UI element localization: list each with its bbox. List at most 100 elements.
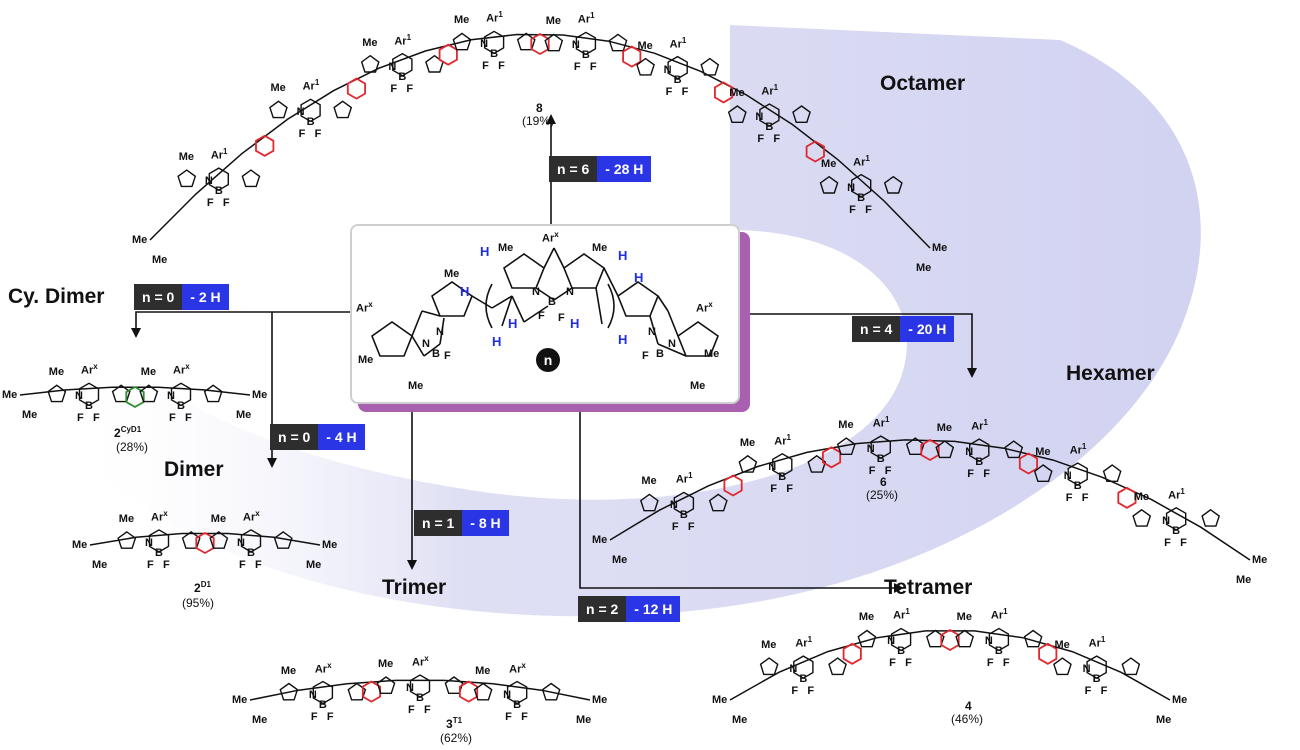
compound-number-trimer: 3T1 [446, 716, 463, 731]
precursor-me: Me [358, 354, 374, 366]
octamer-bodipy-core [300, 98, 321, 123]
octamer-aryl: Ar1 [853, 153, 870, 169]
yield-cy-dimer: (28%) [116, 440, 149, 454]
compound-number-hexamer: 6 [880, 475, 887, 489]
dimer-pyrrole-ring [209, 531, 229, 549]
trimer-boron: B [318, 698, 327, 711]
label-hexamer: Hexamer [1066, 362, 1155, 385]
hexamer-methyl: Me [641, 475, 657, 488]
octamer-boron: B [306, 116, 315, 129]
trimer-pyrrole-ring [376, 676, 396, 694]
tetramer-aryl: Ar1 [1088, 635, 1106, 650]
arrowhead-cy-dimer [131, 328, 141, 338]
hexamer-terminal-methyl: Me [612, 554, 628, 566]
tetramer-fluorine: F [1002, 657, 1010, 670]
octamer-nitrogen: N [663, 63, 672, 76]
dimer-fluorine: F [163, 558, 170, 571]
trimer-terminal-methyl: Me [252, 714, 268, 726]
trimer-pyrrole-ring [279, 682, 299, 701]
dimer-aryl: Arx [243, 508, 260, 524]
hexamer-terminal-methyl: Me [1252, 554, 1268, 566]
label-dimer: Dimer [164, 458, 224, 481]
hexamer-methyl: Me [1035, 446, 1051, 459]
hexamer-pyrrole-ring [935, 440, 955, 459]
hexamer-pyrrole-ring [708, 493, 728, 512]
octamer-bodipy-core [392, 52, 413, 77]
tag-dimer-n: n = 0 [270, 424, 319, 450]
hexamer-pyrrole-ring [1201, 508, 1221, 527]
octamer-terminal-methyl: Me [132, 234, 148, 246]
cy_dimer-terminal-methyl: Me [236, 409, 252, 421]
octamer-nitrogen: N [571, 39, 580, 52]
octamer-methyl: Me [270, 82, 286, 95]
octamer-terminal-methyl: Me [152, 254, 168, 266]
trimer-nitrogen: N [503, 688, 512, 701]
trimer-bodipy-core [409, 674, 431, 698]
arrowhead-dimer [267, 458, 277, 468]
octamer-fused-ring [805, 140, 825, 163]
hexamer-bodipy-core [772, 452, 793, 477]
tag-hexamer-h: - 20 H [900, 316, 955, 342]
hexamer-aryl: Ar1 [971, 418, 988, 433]
hexamer-fluorine: F [967, 468, 974, 481]
trimer-nitrogen: N [406, 682, 414, 694]
precursor-me: Me [498, 242, 514, 254]
trimer-fluorine: F [326, 710, 334, 723]
hexamer-pyrrole-ring [836, 437, 856, 455]
dimer-methyl: Me [118, 512, 135, 525]
compound-number-dimer: 2D1 [194, 580, 211, 595]
tetramer-pyrrole-ring [1053, 657, 1072, 676]
cy_dimer-terminal-methyl: Me [252, 389, 268, 401]
precursor-f: F [558, 312, 565, 324]
yield-octamer: (19%) [522, 114, 555, 128]
octamer-methyl: Me [729, 87, 745, 100]
octamer-pyrrole-ring [177, 169, 197, 188]
dimer-bodipy-core [240, 529, 262, 553]
octamer-boron: B [857, 191, 866, 204]
octamer-pyrrole-ring [608, 33, 628, 52]
octamer-pyrrole-ring [727, 105, 747, 124]
octamer-boron: B [490, 48, 499, 61]
hexamer-bodipy-core [673, 491, 695, 516]
hexamer-fluorine: F [1081, 492, 1089, 505]
trimer-pyrrole-ring [541, 682, 561, 701]
precursor-h: H [480, 244, 490, 259]
dimer-nitrogen: N [237, 536, 245, 549]
octamer-aryl: Ar1 [394, 32, 412, 48]
precursor-h: H [634, 270, 644, 285]
octamer-fused-ring [714, 81, 734, 104]
hexamer-fluorine: F [868, 465, 876, 478]
hexamer-nitrogen: N [669, 499, 678, 512]
precursor-n: N [422, 338, 430, 350]
cy_dimer-backbone [19, 386, 251, 396]
tag-cy-dimer: n = 0 - 2 H [134, 284, 229, 310]
precursor-f: F [444, 350, 451, 362]
tag-trimer: n = 1 - 8 H [414, 510, 509, 536]
octamer-fluorine: F [406, 82, 414, 95]
tetramer-fused-ring [1038, 642, 1058, 665]
hexamer-nitrogen: N [1063, 470, 1072, 483]
hexamer-fluorine: F [770, 482, 778, 495]
octamer-pyrrole-ring [700, 57, 720, 76]
dimer-methyl: Me [210, 512, 227, 525]
cy_dimer-fluorine: F [185, 412, 192, 425]
tetramer-nitrogen: N [984, 635, 993, 648]
dimer-fluorine: F [239, 558, 246, 571]
cy_dimer-terminal-methyl: Me [2, 389, 18, 401]
octamer-fluorine: F [298, 128, 306, 141]
trimer-fused-ring [361, 680, 382, 703]
tag-tetramer-h: - 12 H [626, 596, 681, 622]
octamer-pyrrole-ring [241, 169, 261, 188]
hexamer-methyl: Me [936, 422, 953, 435]
tag-tetramer: n = 2 - 12 H [578, 596, 681, 622]
tetramer-nitrogen: N [887, 635, 896, 648]
tetramer-bodipy-core [1086, 655, 1107, 679]
compound-number-cy-dimer: 2CyD1 [114, 425, 142, 440]
tag-octamer-n: n = 6 [549, 156, 598, 182]
trimer-fluorine: F [408, 704, 415, 716]
hexamer-pyrrole-ring [807, 454, 827, 473]
hexamer-boron: B [975, 456, 984, 469]
tetramer-terminal-methyl: Me [1156, 714, 1172, 726]
precursor-me: Me [444, 268, 460, 280]
tetramer-methyl: Me [858, 611, 875, 624]
